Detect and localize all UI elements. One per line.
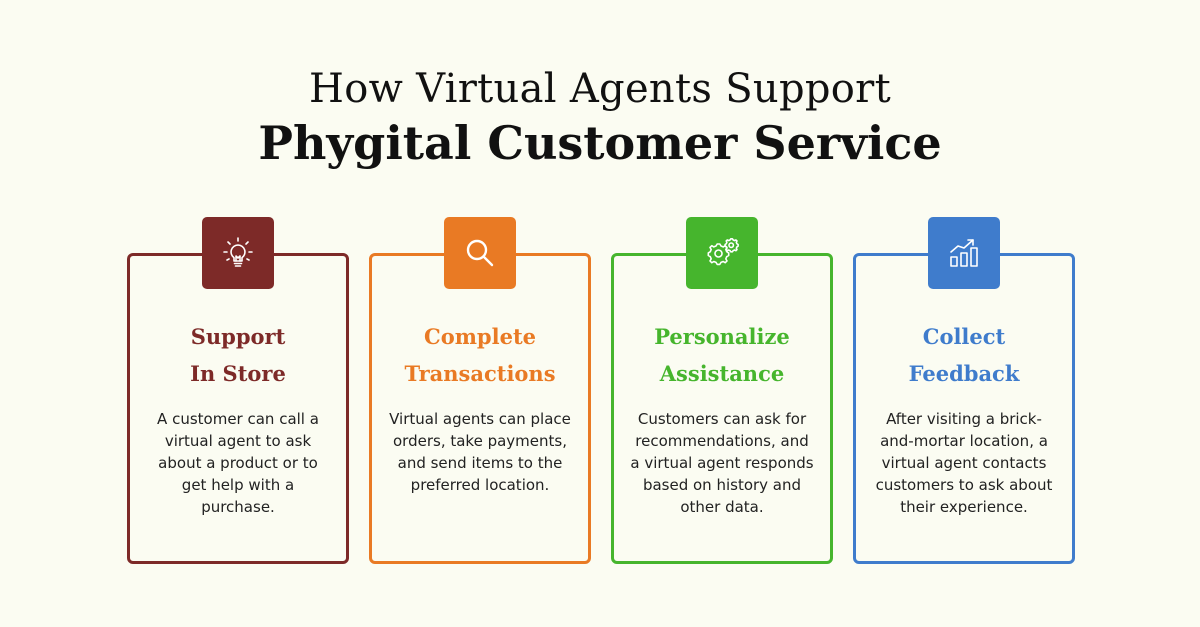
card-title: Personalize Assistance	[614, 318, 830, 392]
gears-icon	[686, 217, 758, 289]
lightbulb-icon	[202, 217, 274, 289]
card-title: Complete Transactions	[372, 318, 588, 392]
card-title-line-1: Personalize	[654, 324, 790, 349]
card-description: After visiting a brick-and-mortar locati…	[875, 410, 1053, 516]
card-description: Virtual agents can place orders, take pa…	[389, 410, 571, 494]
card-complete-transactions: Complete Transactions Virtual agents can…	[369, 217, 591, 564]
card-title-line-1: Complete	[423, 324, 537, 349]
card-description: A customer can call a virtual agent to a…	[157, 410, 319, 516]
card-title: Collect Feedback	[856, 318, 1072, 392]
search-icon	[444, 217, 516, 289]
card-title-line-1: Support	[190, 324, 286, 349]
card-title: Support In Store	[130, 318, 346, 392]
growth-chart-icon	[928, 217, 1000, 289]
title-line-1: How Virtual Agents Support	[309, 66, 891, 112]
card-description: Customers can ask for recommendations, a…	[630, 410, 814, 516]
card-personalize-assistance: Personalize Assistance Customers can ask…	[611, 217, 833, 564]
card-support-in-store: Support In Store A customer can call a v…	[127, 217, 349, 564]
card-title-line-1: Collect	[922, 324, 1006, 349]
card-title-line-2: Assistance	[659, 361, 785, 386]
card-title-line-2: Transactions	[404, 361, 556, 386]
card-title-line-2: Feedback	[908, 361, 1020, 386]
title-line-2: Phygital Customer Service	[258, 116, 942, 170]
card-collect-feedback: Collect Feedback After visiting a brick-…	[853, 217, 1075, 564]
card-title-line-2: In Store	[190, 361, 286, 386]
